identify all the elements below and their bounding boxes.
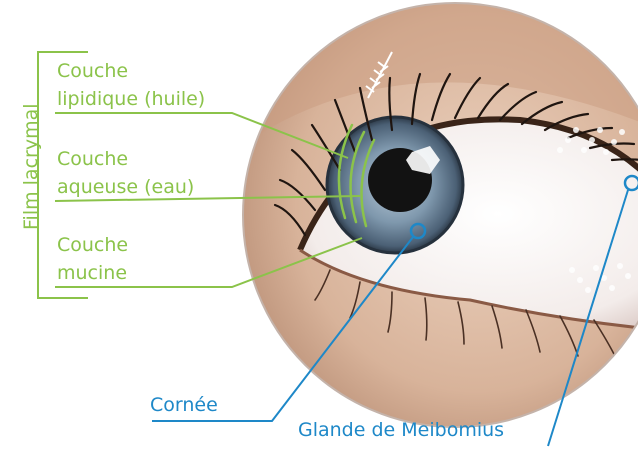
eye-illustration [240,0,638,450]
cornea-label: Cornée [150,394,218,416]
lipid-label-line2: lipidique (huile) [57,88,205,110]
tear-film-title: Film lacrymal [18,112,44,230]
meibomius-label: Glande de Meibomius [298,419,504,441]
aqueous-label-line1: Couche [57,148,128,170]
aqueous-label-line2: aqueuse (eau) [57,176,194,198]
lipid-label-line1: Couche [57,60,128,82]
mucin-label-line1: Couche [57,234,128,256]
mucin-label-line2: mucine [57,262,127,284]
